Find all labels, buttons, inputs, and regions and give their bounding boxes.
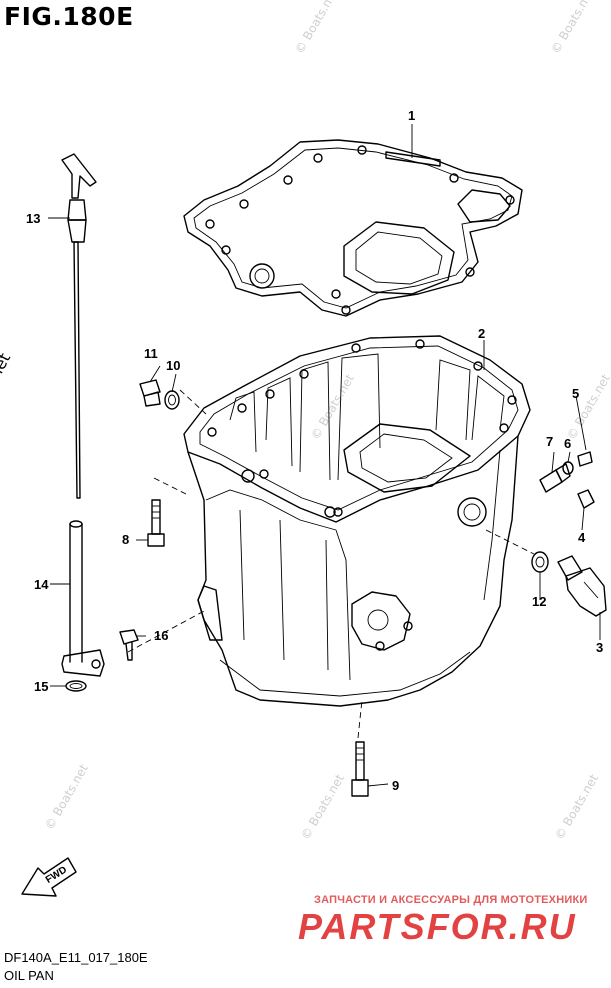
callout-8: 8: [122, 532, 129, 547]
callout-16: 16: [154, 628, 168, 643]
plug: [139, 379, 161, 407]
gasket: [183, 139, 523, 317]
promo-tagline: ЗАПЧАСТИ И АКСЕССУАРЫ ДЛЯ МОТОТЕХНИКИ: [314, 894, 588, 906]
bolt-bottom: [351, 741, 369, 797]
callout-15: 15: [34, 679, 48, 694]
callout-5: 5: [572, 386, 579, 401]
callout-2: 2: [478, 326, 485, 341]
fitting: [539, 463, 571, 493]
washer: [164, 390, 180, 410]
o-ring: [65, 680, 87, 692]
oil-filter-ring: [531, 551, 549, 573]
figure-title: FIG.180E: [4, 2, 134, 31]
callout-12: 12: [532, 594, 546, 609]
callout-1: 1: [408, 108, 415, 123]
callout-13: 13: [26, 211, 40, 226]
dipstick-guide: [61, 520, 105, 677]
promo-logo: PARTSFOR.RU: [298, 906, 577, 947]
callout-7: 7: [546, 434, 553, 449]
fwd-label: FWD: [44, 865, 69, 886]
callout-6: 6: [564, 436, 571, 451]
fwd-arrow: FWD: [21, 857, 77, 897]
figure-code: DF140A_E11_017_180E: [4, 950, 148, 965]
callout-3: 3: [596, 640, 603, 655]
callout-4: 4: [578, 530, 586, 545]
pressure-sensor: [557, 555, 607, 617]
dipstick: [61, 153, 97, 499]
callout-9: 9: [392, 778, 399, 793]
bolt-long: [147, 499, 165, 547]
small-bolt: [119, 629, 139, 661]
figure-name: OIL PAN: [4, 968, 54, 983]
cap: [577, 489, 595, 509]
small-plug: [577, 451, 593, 467]
callout-11: 11: [144, 346, 158, 361]
callout-10: 10: [166, 358, 180, 373]
oil-pan-body: [183, 335, 531, 707]
leader-lines: [48, 124, 601, 787]
callout-14: 14: [34, 577, 49, 592]
